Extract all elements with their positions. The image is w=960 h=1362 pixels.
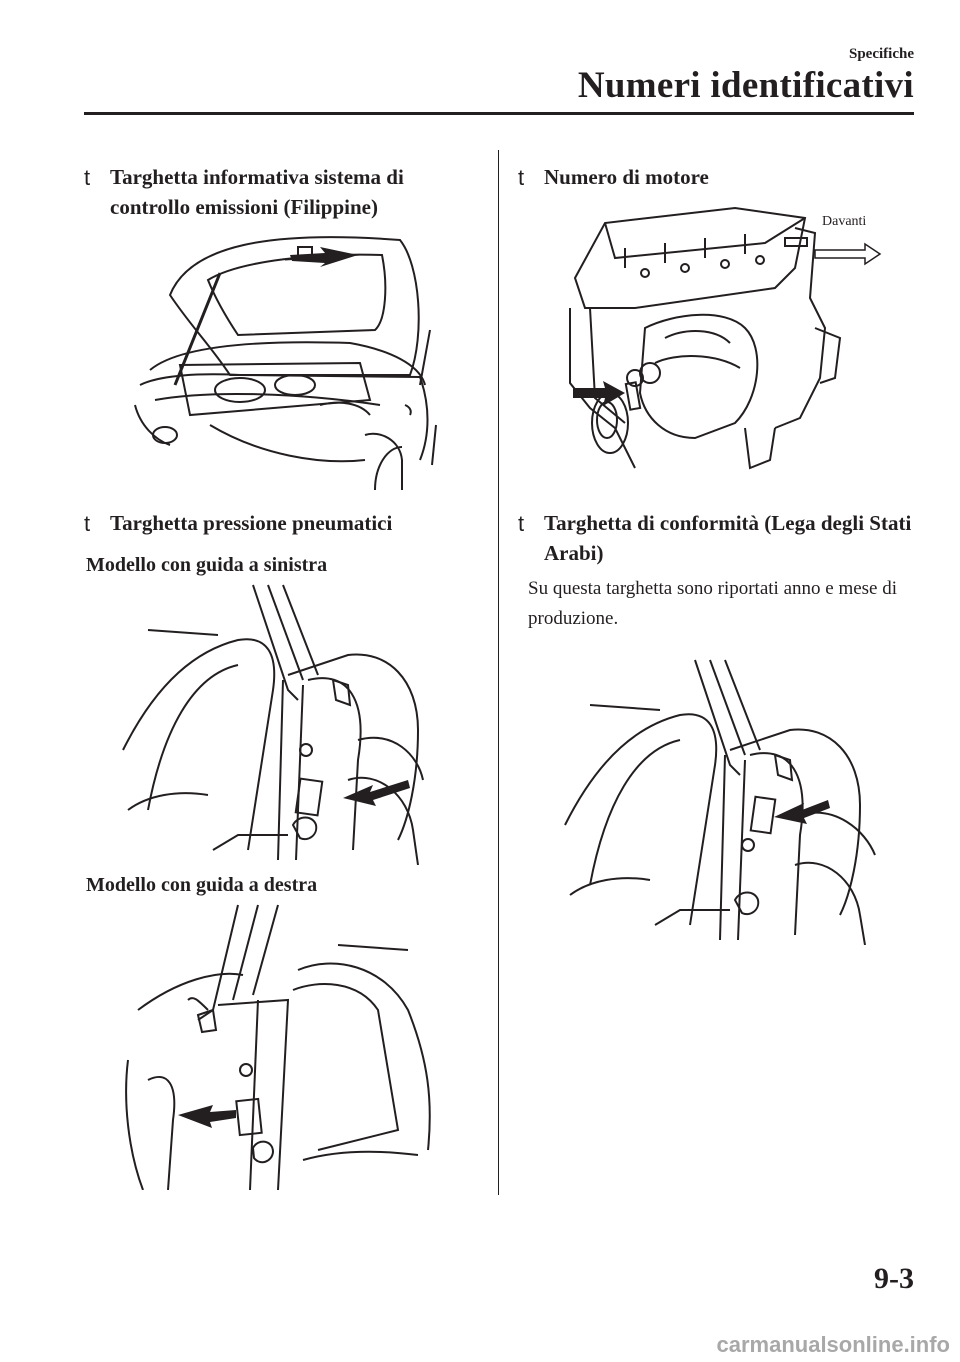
emission-plate-heading: t Targhetta informativa sistema di contr…: [84, 162, 484, 222]
engine-number-title: Numero di motore: [544, 165, 709, 189]
column-divider: [498, 150, 499, 1195]
conformity-door-pillar-illustration: [560, 655, 890, 945]
open-hood-illustration: [120, 225, 440, 495]
section-label: Specifiche: [849, 46, 914, 62]
watermark: carmanualsonline.info: [716, 1332, 951, 1357]
bullet-icon: t: [518, 165, 525, 190]
page-title: Numeri identificativi: [577, 65, 914, 106]
emission-plate-title: Targhetta informativa sistema di control…: [110, 165, 404, 219]
conformity-plate-title: Targhetta di conformità (Lega degli Stat…: [544, 511, 912, 565]
tire-pressure-heading: t Targhetta pressione pneumatici: [84, 508, 484, 538]
bullet-icon: t: [518, 511, 525, 536]
rhd-door-pillar-illustration: [118, 900, 448, 1190]
bullet-icon: t: [84, 165, 91, 190]
page-number: 9-3: [874, 1262, 914, 1295]
rhd-label: Modello con guida a destra: [86, 874, 318, 896]
engine-illustration: [545, 198, 885, 483]
lhd-label: Modello con guida a sinistra: [86, 554, 328, 576]
tire-pressure-title: Targhetta pressione pneumatici: [110, 511, 393, 535]
engine-number-heading: t Numero di motore: [518, 162, 918, 192]
bullet-icon: t: [84, 511, 91, 536]
lhd-door-pillar-illustration: [118, 580, 448, 865]
front-direction-label: Davanti: [822, 214, 867, 229]
conformity-plate-heading: t Targhetta di conformità (Lega degli St…: [518, 508, 918, 568]
conformity-plate-description: Su questa targhetta sono riportati anno …: [528, 578, 898, 629]
header-divider: [84, 112, 914, 115]
